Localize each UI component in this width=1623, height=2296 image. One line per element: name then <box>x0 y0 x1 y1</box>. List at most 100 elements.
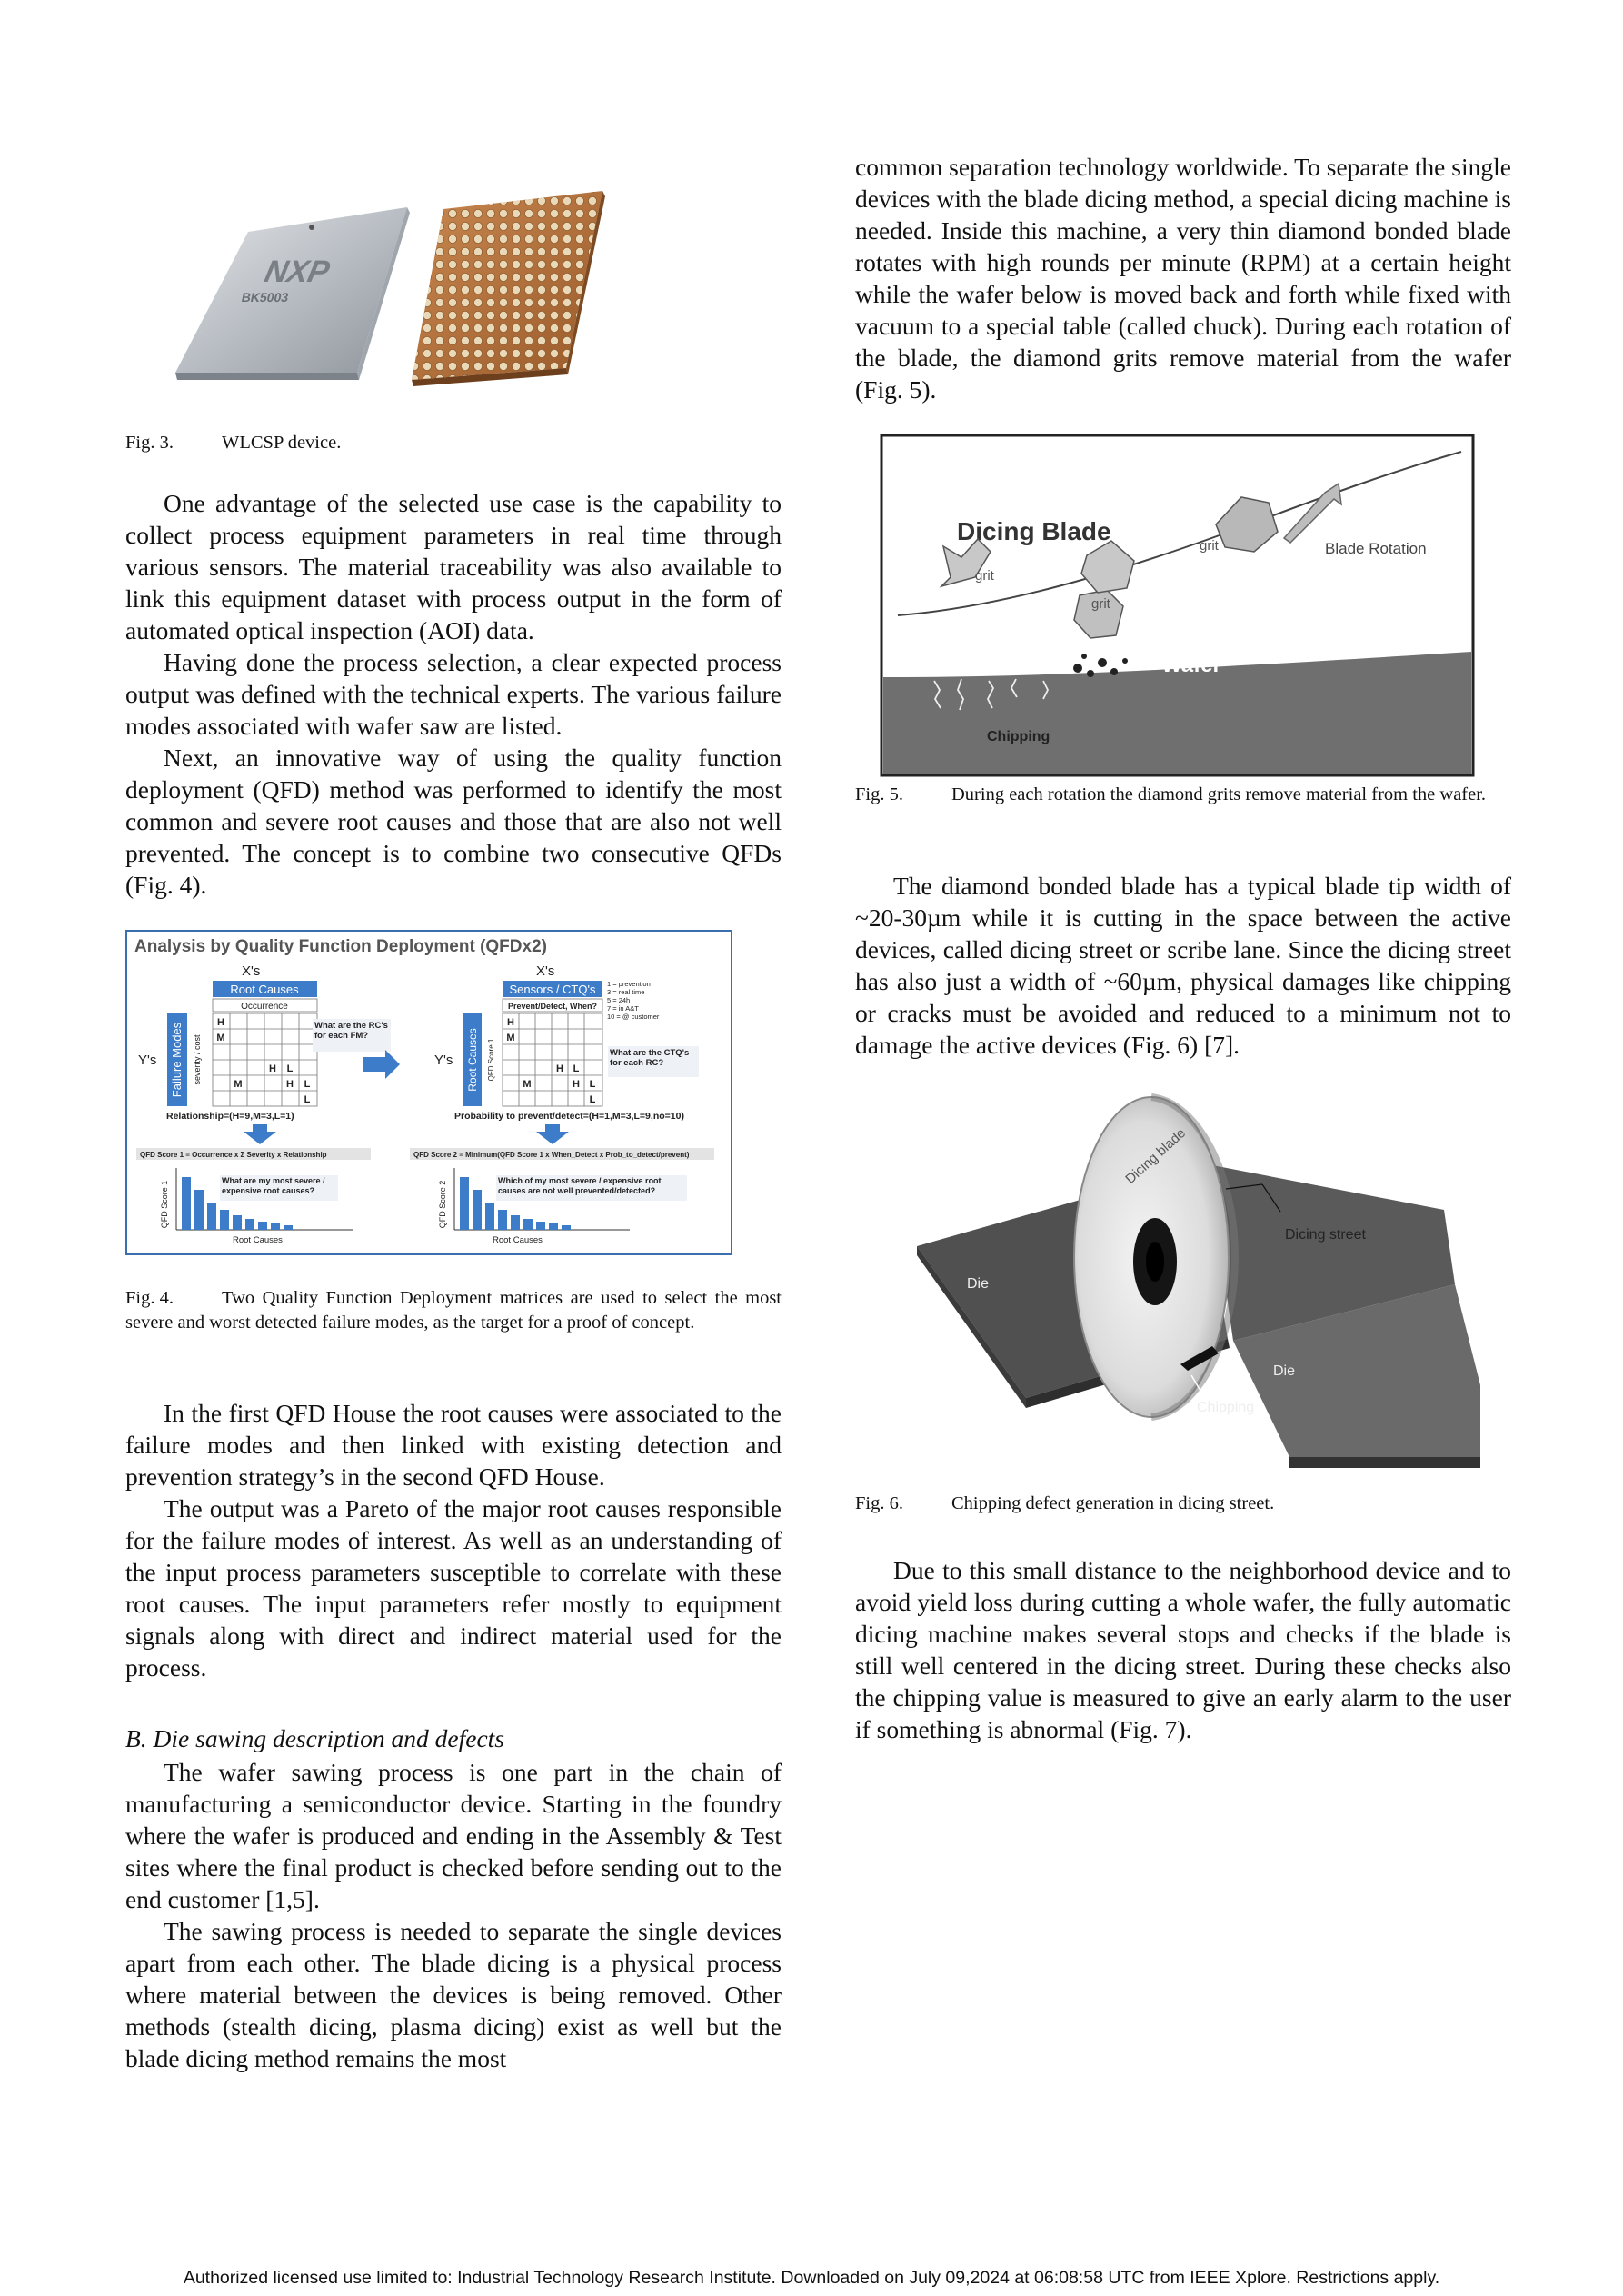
failure-modes-header: Failure Modes <box>170 1022 184 1097</box>
section-heading-b: B. Die sawing description and defects <box>125 1724 505 1752</box>
pareto-bar <box>460 1177 469 1230</box>
pareto-bar <box>511 1215 520 1230</box>
dicing-street-figure: Dicing blade Chipping Dicing street Die … <box>917 1093 1480 1468</box>
fig4-caption: Fig. 4.Two Quality Function Deployment m… <box>125 1286 782 1335</box>
root-causes-side-header: Root Causes <box>466 1028 479 1091</box>
pareto-bar <box>207 1203 216 1230</box>
right-text-block-2: Due to this small distance to the neighb… <box>855 1554 1511 1745</box>
fig5-caption-label: Fig. 5. <box>855 784 903 804</box>
matrix-cell: L <box>590 1079 596 1090</box>
grit-particle <box>1215 496 1279 553</box>
matrix-cell: L <box>573 1063 580 1074</box>
fig5-caption-text: During each rotation the diamond grits r… <box>951 784 1487 804</box>
xs-label-2: X's <box>536 963 554 979</box>
pareto-1-question: What are my most severe / expensive root… <box>222 1176 325 1195</box>
pareto-bar <box>536 1222 545 1230</box>
dicing-street-label: Dicing street <box>1285 1227 1366 1243</box>
pareto-2-question: Which of my most severe / expensive root… <box>498 1176 662 1195</box>
fig3-caption-label: Fig. 3. <box>125 433 174 453</box>
pareto-bar <box>473 1190 482 1230</box>
pareto-1-y-label: QFD Score 1 <box>160 1181 169 1229</box>
dicing-blade-label: Dicing Blade <box>957 517 1111 545</box>
pareto-2-x-label: Root Causes <box>493 1235 543 1245</box>
pareto-1-x-label: Root Causes <box>233 1235 283 1245</box>
question-rc-per-fm: What are the RC's for each FM? <box>314 1021 388 1041</box>
paragraph: The sawing process is needed to separate… <box>125 1917 782 2072</box>
die-label-left: Die <box>967 1276 989 1292</box>
pareto-chart-1 <box>182 1177 293 1230</box>
pareto-chart-2 <box>460 1177 571 1230</box>
relationship-legend-2: Probability to prevent/detect=(H=1,M=3,L… <box>454 1111 684 1122</box>
pareto-bar <box>523 1219 533 1230</box>
paragraph: The output was a Pareto of the major roo… <box>125 1494 782 1682</box>
nxp-logo: NXP <box>262 255 333 289</box>
pareto-2-y-label: QFD Score 2 <box>438 1181 447 1229</box>
relationship-legend-1: Relationship=(H=9,M=3,L=1) <box>166 1111 294 1122</box>
qfd-score-2-formula: QFD Score 2 = Minimum(QFD Score 1 x When… <box>413 1151 690 1159</box>
legend-item: 3 = real time <box>607 988 644 996</box>
matrix-cell: L <box>590 1094 596 1105</box>
chipping-label: Chipping <box>987 729 1050 744</box>
dicing-blade-figure: Dicing Blade grit grit grit Blade Rotati… <box>880 434 1475 777</box>
matrix-cell: H <box>286 1079 294 1090</box>
severity-cost-header: severity / cost <box>193 1034 202 1085</box>
matrix-cell: M <box>216 1033 224 1043</box>
matrix-cell: M <box>234 1079 242 1090</box>
fig6-caption-label: Fig. 6. <box>855 1493 903 1513</box>
right-text-block-1: The diamond bonded blade has a typical b… <box>855 870 1511 1061</box>
paragraph: common separation technology worldwide. … <box>855 153 1511 404</box>
qfd-score-1-side-header: QFD Score 1 <box>487 1038 495 1081</box>
wlcsp-device-figure: NXP BK5003 <box>175 191 605 386</box>
fig4-caption-text: Two Quality Function Deployment matrices… <box>125 1288 782 1333</box>
paragraph: In the first QFD House the root causes w… <box>125 1399 782 1491</box>
paragraph: The wafer sawing process is one part in … <box>125 1758 782 1913</box>
rotation-arrow-icon <box>1282 482 1342 544</box>
page-footer: Authorized licensed use limited to: Indu… <box>183 2268 1440 2288</box>
sensors-ctq-header: Sensors / CTQ's <box>510 983 596 996</box>
matrix-cell: H <box>507 1017 514 1028</box>
pareto-bar <box>194 1190 204 1230</box>
fig3-caption: Fig. 3. WLCSP device. <box>125 431 782 455</box>
xs-label: X's <box>242 963 260 979</box>
pareto-bar <box>182 1177 191 1230</box>
occurrence-header: Occurrence <box>241 1002 288 1012</box>
arrow-down-icon <box>536 1124 569 1144</box>
pareto-bar <box>549 1223 558 1230</box>
crack-lines <box>933 678 1050 711</box>
pareto-bar <box>245 1219 254 1230</box>
pareto-bar <box>233 1215 242 1230</box>
grit-label-3: grit <box>1200 538 1220 554</box>
debris-particles <box>1073 654 1128 677</box>
die-right <box>1208 1164 1455 1341</box>
ys-label: Y's <box>138 1053 156 1068</box>
fig6-caption: Fig. 6. Chipping defect generation in dic… <box>855 1492 1511 1516</box>
prevent-detect-header: Prevent/Detect, When? <box>508 1002 597 1011</box>
legend-item: 1 = prevention <box>607 980 651 988</box>
pareto-bar <box>271 1223 280 1230</box>
matrix-cell: H <box>573 1079 580 1090</box>
arrow-down-icon <box>244 1124 276 1144</box>
left-text-block-2: In the first QFD House the root causes w… <box>125 1397 782 1683</box>
legend-item: 5 = 24h <box>607 996 630 1004</box>
silver-chip <box>175 207 407 373</box>
blade-rotation-label: Blade Rotation <box>1325 540 1427 557</box>
fig5-caption: Fig. 5. During each rotation the diamond … <box>855 783 1511 807</box>
fig6-caption-text: Chipping defect generation in dicing str… <box>951 1493 1275 1513</box>
fig3-caption-text: WLCSP device. <box>222 433 342 453</box>
pareto-bar <box>220 1210 229 1230</box>
legend-item: 7 = in A&T <box>607 1004 639 1013</box>
paragraph: The diamond bonded blade has a typical b… <box>855 872 1511 1059</box>
pareto-bar <box>284 1225 293 1230</box>
question-ctq-per-rc: What are the CTQ's for each RC? <box>610 1048 690 1068</box>
wafer-region <box>883 677 1471 774</box>
matrix-cell: H <box>269 1063 276 1074</box>
pareto-bar <box>498 1210 507 1230</box>
matrix-cell: L <box>304 1079 311 1090</box>
matrix-cell: L <box>304 1094 311 1105</box>
chip-marking: BK5003 <box>240 290 290 304</box>
arrow-right-icon <box>363 1050 400 1079</box>
paragraph: Due to this small distance to the neighb… <box>855 1556 1511 1743</box>
fig4-caption-label: Fig. 4. <box>125 1288 174 1308</box>
matrix-cell: M <box>506 1033 514 1043</box>
pareto-bar <box>258 1222 267 1230</box>
